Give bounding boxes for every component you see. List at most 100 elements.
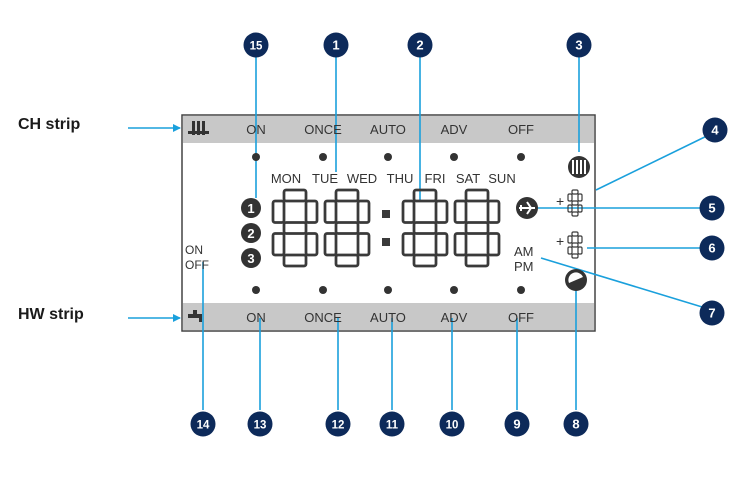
minute-ones-digit-segment bbox=[486, 232, 501, 257]
minute-tens-digit-segment bbox=[434, 232, 449, 257]
hw-strip-adv: ADV bbox=[441, 310, 468, 325]
callout-3: 3 bbox=[566, 32, 592, 58]
small-digit-bottom-segment bbox=[567, 246, 573, 255]
hour-tens-digit-segment bbox=[282, 253, 308, 268]
hour-tens-digit-segment bbox=[282, 188, 308, 203]
minute-tens-digit-segment bbox=[401, 232, 416, 257]
hw-dot-on bbox=[252, 286, 260, 294]
zone-2-circle bbox=[241, 223, 261, 243]
callout-number: 4 bbox=[711, 123, 719, 138]
callout-14: 14 bbox=[190, 411, 216, 437]
callout-number: 9 bbox=[513, 417, 520, 432]
hw-strip bbox=[183, 303, 594, 330]
hour-tens-digit-segment bbox=[271, 199, 286, 224]
indicator-dots bbox=[252, 153, 525, 294]
day-fri: FRI bbox=[425, 171, 446, 186]
day-sun: SUN bbox=[488, 171, 515, 186]
callout-1: 1 bbox=[323, 32, 349, 58]
small-digit-top bbox=[567, 189, 583, 217]
callout-circle bbox=[439, 411, 465, 437]
ch-strip-label: CH strip bbox=[18, 116, 81, 133]
zone-2-label: 2 bbox=[247, 226, 254, 241]
hw-strip-once: ONCE bbox=[304, 310, 342, 325]
ch-dot-auto bbox=[384, 153, 392, 161]
hour-ones-digit-segment bbox=[334, 221, 360, 235]
callout-number: 14 bbox=[197, 420, 210, 432]
off-label: OFF bbox=[185, 258, 209, 272]
callout-12: 12 bbox=[325, 411, 351, 437]
zone-1-label: 1 bbox=[247, 201, 254, 216]
arrowhead-hw bbox=[173, 314, 181, 322]
callout-2: 2 bbox=[407, 32, 433, 58]
hour-ones-digit-segment bbox=[334, 253, 360, 268]
minute-tens-digit-segment bbox=[401, 199, 416, 224]
callout-circle bbox=[407, 32, 433, 58]
hw-dot-auto bbox=[384, 286, 392, 294]
plane-icon bbox=[516, 197, 538, 219]
ch-strip-on: ON bbox=[246, 122, 266, 137]
small-digit-bottom-segment bbox=[567, 235, 573, 244]
callout-circle bbox=[699, 235, 725, 261]
minute-ones-digit-segment bbox=[464, 221, 490, 235]
plus-sign-top: + bbox=[556, 193, 564, 209]
ch-dot-off bbox=[517, 153, 525, 161]
small-digit-bottom-segment bbox=[571, 242, 579, 248]
plus-sign-bottom: + bbox=[556, 233, 564, 249]
hw-dot-off bbox=[517, 286, 525, 294]
minute-tens-digit-segment bbox=[412, 253, 438, 268]
hour-ones-digit-segment bbox=[356, 199, 371, 224]
leader-arrowheads bbox=[173, 124, 181, 322]
small-digit-top-segment bbox=[571, 189, 579, 195]
callout-8: 8 bbox=[563, 411, 589, 437]
hw-dot-adv bbox=[450, 286, 458, 294]
leader-7 bbox=[540, 257, 713, 311]
small-digits bbox=[567, 189, 583, 259]
ch-dot-adv bbox=[450, 153, 458, 161]
tap-icon bbox=[188, 310, 202, 322]
ch-strip-once: ONCE bbox=[304, 122, 342, 137]
hour-tens-digit-segment bbox=[271, 232, 286, 257]
callout-number: 10 bbox=[446, 420, 459, 432]
day-mon: MON bbox=[271, 171, 301, 186]
callout-circle bbox=[563, 411, 589, 437]
small-digit-bottom bbox=[567, 231, 583, 259]
hour-ones-digit-segment bbox=[323, 199, 338, 224]
hour-ones-digit-segment bbox=[356, 232, 371, 257]
small-digit-top-segment bbox=[571, 200, 579, 206]
callout-circle bbox=[190, 411, 216, 437]
small-digit-bottom-segment bbox=[577, 235, 583, 244]
callout-circle bbox=[699, 195, 725, 221]
callout-circle bbox=[504, 411, 530, 437]
radiator-icon bbox=[188, 121, 209, 135]
clock-colon bbox=[382, 210, 390, 246]
minute-ones-digit-segment bbox=[453, 199, 468, 224]
on-label: ON bbox=[185, 243, 203, 257]
hw-strip-on: ON bbox=[246, 310, 266, 325]
day-sat: SAT bbox=[456, 171, 480, 186]
ch-strip-adv: ADV bbox=[441, 122, 468, 137]
callout-15: 15 bbox=[243, 32, 269, 58]
clock-digits bbox=[271, 188, 501, 268]
hour-ones-digit bbox=[323, 188, 371, 268]
minute-ones-digit bbox=[453, 188, 501, 268]
small-digit-bottom-segment bbox=[571, 231, 579, 237]
minute-tens-digit-segment bbox=[412, 188, 438, 203]
pm-label: PM bbox=[514, 259, 534, 274]
small-digit-top-segment bbox=[567, 193, 573, 202]
minute-tens-digit-segment bbox=[412, 221, 438, 235]
ch-dot-on bbox=[252, 153, 260, 161]
callout-4: 4 bbox=[702, 117, 728, 143]
ch-strip bbox=[183, 116, 594, 143]
minute-ones-digit-segment bbox=[464, 253, 490, 268]
radiator-circle-icon bbox=[568, 156, 590, 178]
zone-3-label: 3 bbox=[247, 251, 254, 266]
small-digit-top-segment bbox=[571, 211, 579, 217]
callout-number: 5 bbox=[708, 201, 715, 216]
small-digit-top-segment bbox=[567, 204, 573, 213]
hw-strip-auto: AUTO bbox=[370, 310, 406, 325]
small-digit-bottom-segment bbox=[577, 246, 583, 255]
hour-tens-digit-segment bbox=[304, 199, 319, 224]
